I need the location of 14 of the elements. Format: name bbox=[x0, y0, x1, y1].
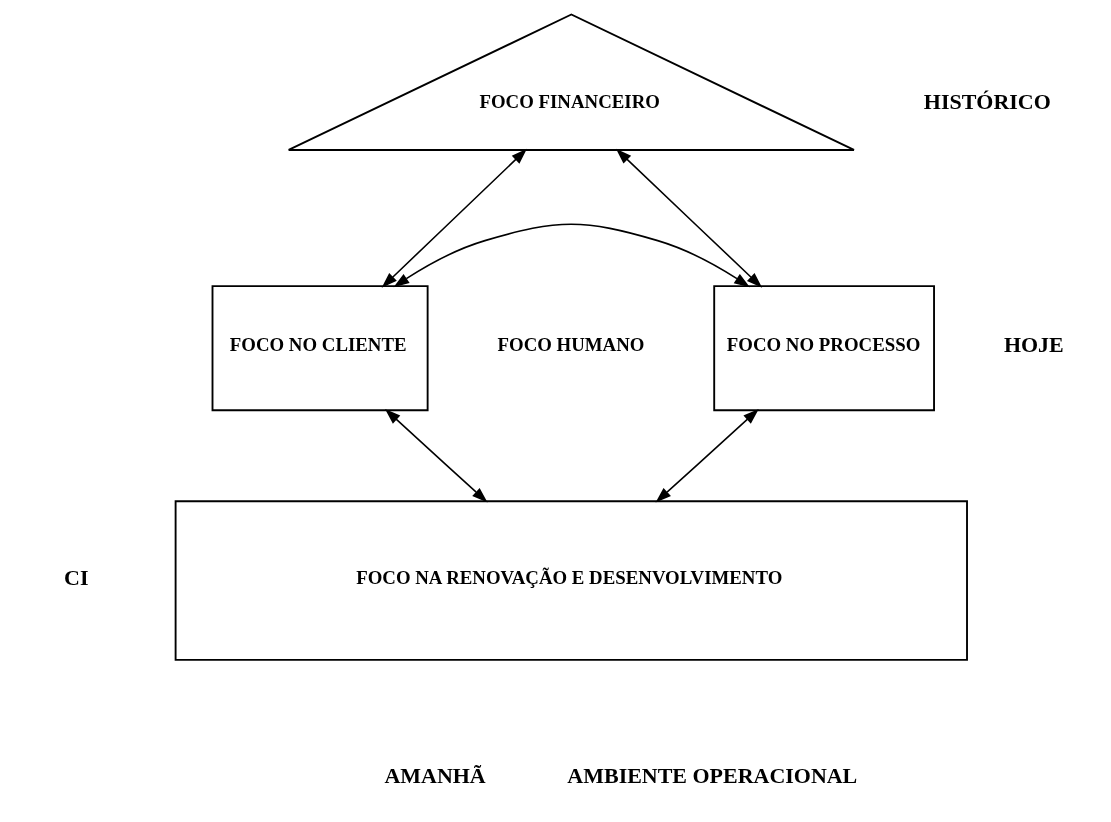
arrow bbox=[615, 148, 762, 288]
label: AMBIENTE OPERACIONAL bbox=[566, 763, 857, 789]
arrow bbox=[381, 148, 527, 288]
arrow bbox=[384, 409, 488, 503]
node-box: FOCO NO PROCESSO bbox=[712, 285, 935, 412]
arrow bbox=[655, 409, 759, 503]
arrow bbox=[393, 223, 750, 288]
label: HOJE bbox=[1003, 332, 1064, 358]
label: HISTÓRICO bbox=[923, 89, 1051, 115]
node-text: FOCO HUMANO bbox=[497, 334, 644, 356]
node-box: FOCO NA RENOVAÇÃO E DESENVOLVIMENTO bbox=[174, 500, 968, 661]
label: AMANHÃ bbox=[383, 763, 486, 789]
node-box: FOCO NO CLIENTE bbox=[211, 285, 429, 412]
label: CI bbox=[63, 564, 89, 590]
